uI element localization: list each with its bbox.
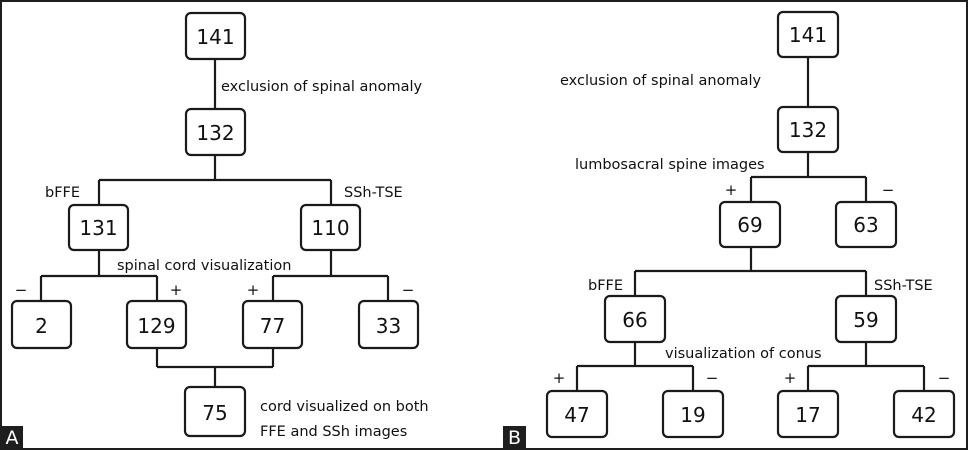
sign-minus: −	[706, 369, 719, 387]
node-value: 132	[196, 121, 234, 145]
node-value: 19	[680, 403, 705, 427]
node-b-bffe-pos: 47	[545, 389, 609, 439]
sign-plus: +	[170, 281, 183, 299]
node-value: 75	[202, 401, 227, 425]
label-visualization: spinal cord visualization	[117, 258, 291, 274]
node-value: 17	[795, 403, 820, 427]
node-a-bffe-pos: 129	[125, 299, 188, 350]
node-a-ssh-pos: 77	[241, 299, 304, 350]
node-value: 66	[622, 308, 647, 332]
node-value: 110	[311, 216, 349, 240]
node-value: 129	[137, 314, 175, 338]
node-a-ssh-neg: 33	[357, 299, 420, 350]
node-value: 33	[376, 314, 401, 338]
panel-tag-label: B	[508, 427, 521, 449]
node-value: 141	[196, 25, 234, 49]
label-conus: visualization of conus	[665, 346, 822, 362]
label-bffe: bFFE	[45, 185, 80, 201]
node-a-root: 141	[184, 11, 247, 61]
node-b-ssh-neg: 42	[892, 389, 956, 439]
label-exclusion: exclusion of spinal anomaly	[221, 79, 423, 95]
label-bffe: bFFE	[588, 278, 623, 294]
node-b-ssh-pos: 17	[776, 389, 840, 439]
label-ssh-tse: SSh-TSE	[874, 278, 933, 294]
sign-minus: −	[402, 281, 415, 299]
sign-plus: +	[247, 281, 260, 299]
panel-a: 141 132 131 110 2 129 77 33	[1, 11, 429, 449]
node-b-bffe: 66	[603, 294, 667, 344]
label-both-line1: cord visualized on both	[260, 399, 429, 415]
node-a-bffe-neg: 2	[10, 299, 73, 350]
node-b-excl: 132	[776, 105, 840, 154]
sign-minus: −	[938, 369, 951, 387]
sign-minus: −	[882, 181, 895, 199]
panel-tag-a: A	[1, 426, 23, 449]
sign-plus: +	[784, 369, 797, 387]
node-value: 131	[79, 216, 117, 240]
node-b-ssh: 59	[834, 294, 898, 344]
node-value: 47	[564, 403, 589, 427]
node-b-root: 141	[776, 10, 840, 59]
node-a-bffe: 131	[67, 203, 130, 252]
node-a-excl: 132	[184, 107, 247, 157]
node-b-lumb-pos: 69	[718, 200, 782, 249]
node-b-bffe-neg: 19	[661, 389, 725, 439]
node-a-both: 75	[183, 385, 247, 438]
node-value: 69	[737, 213, 762, 237]
node-a-ssh: 110	[299, 203, 362, 252]
node-value: 63	[853, 213, 878, 237]
node-value: 132	[789, 118, 827, 142]
node-value: 2	[35, 314, 48, 338]
node-b-lumb-neg: 63	[834, 200, 898, 249]
label-exclusion: exclusion of spinal anomaly	[560, 73, 762, 89]
node-value: 77	[260, 314, 285, 338]
node-value: 141	[789, 23, 827, 47]
panel-tag-b: B	[503, 426, 526, 449]
panel-b: 141 132 69 63 66 59 47 19	[503, 10, 956, 449]
label-both-line2: FFE and SSh images	[260, 424, 407, 440]
sign-plus: +	[553, 369, 566, 387]
node-value: 42	[911, 403, 936, 427]
sign-plus: +	[725, 181, 738, 199]
label-lumbosacral: lumbosacral spine images	[575, 157, 765, 173]
node-value: 59	[853, 308, 878, 332]
label-ssh-tse: SSh-TSE	[344, 185, 403, 201]
panel-tag-label: A	[6, 427, 19, 449]
sign-minus: −	[15, 281, 28, 299]
